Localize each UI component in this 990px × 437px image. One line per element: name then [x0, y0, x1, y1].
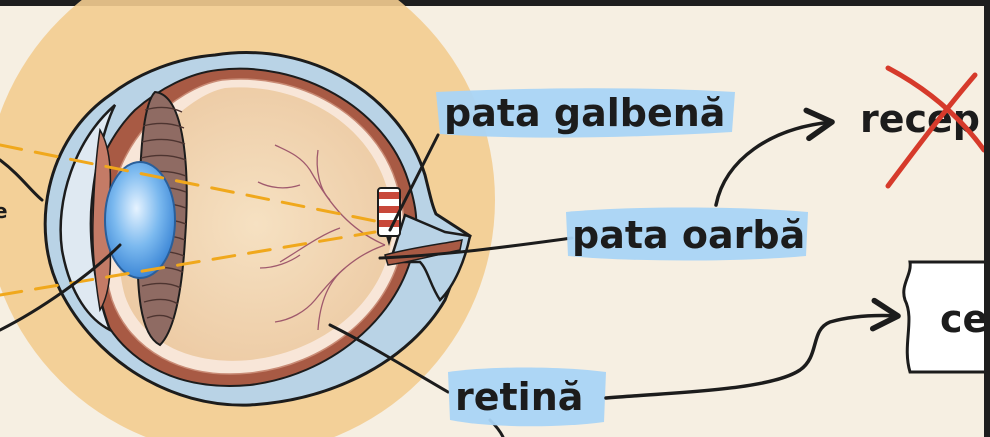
vitreous-body — [119, 87, 393, 361]
window-right-border — [984, 0, 990, 437]
arrow-to-celule — [604, 297, 901, 400]
label-pata-galbena: pata galbenă — [444, 91, 725, 135]
highlight-pata-galbena — [436, 88, 735, 138]
highlight-pata-oarba — [566, 207, 808, 261]
left-pointer-lines — [0, 158, 122, 332]
light-rays — [0, 143, 382, 297]
optic-nerve — [388, 213, 472, 302]
label-retina: retină — [455, 375, 583, 419]
label-receptori-partial: recep — [860, 97, 980, 141]
optic-nerve-vessel — [384, 239, 463, 266]
highlight-retina — [448, 367, 606, 427]
lens — [104, 161, 176, 279]
window-top-border — [0, 0, 990, 6]
blood-vessels — [257, 144, 386, 331]
celule-box: ce — [902, 260, 990, 374]
arrow-to-receptori — [714, 107, 835, 207]
eyeball — [43, 51, 472, 407]
left-edge-partial-label: e — [0, 199, 8, 223]
crossed-out-icon — [885, 65, 987, 189]
label-celule-partial: ce — [940, 297, 988, 341]
label-pata-oarba: pata oarbă — [572, 213, 805, 257]
